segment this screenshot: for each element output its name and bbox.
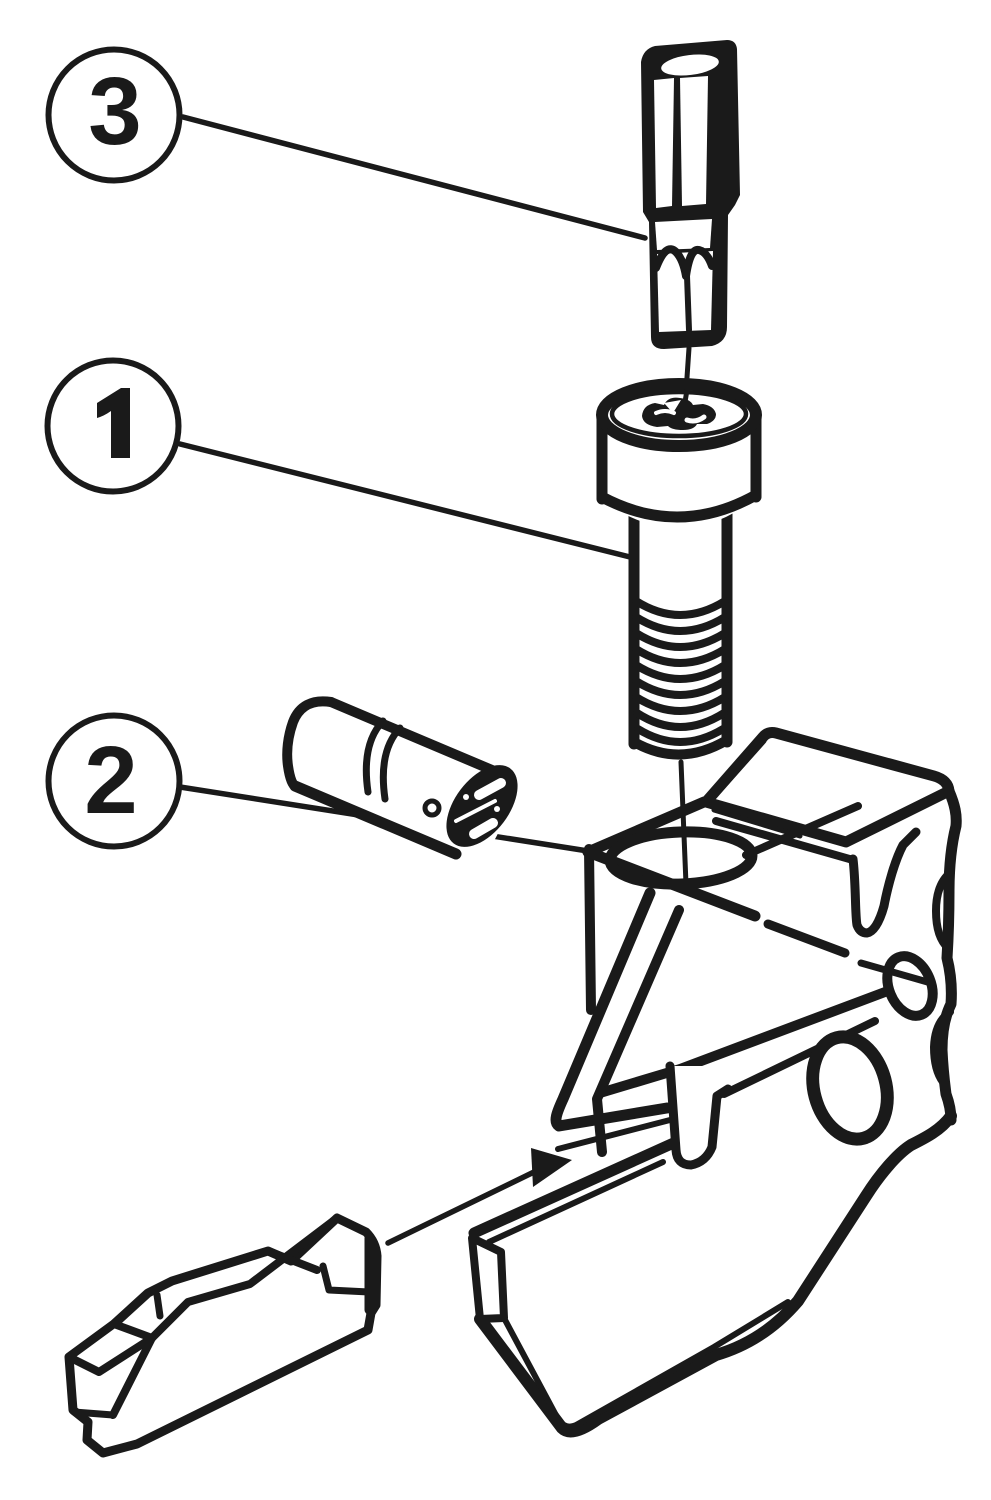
svg-text:3: 3 bbox=[88, 58, 141, 165]
svg-text:2: 2 bbox=[84, 727, 137, 834]
